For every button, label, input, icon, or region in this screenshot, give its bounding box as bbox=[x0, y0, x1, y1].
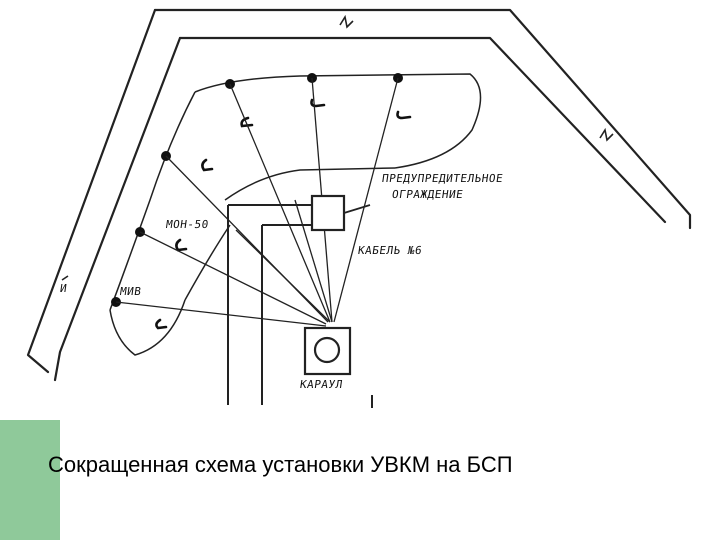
warning-fence-label-line1: ПРЕДУПРЕДИТЕЛЬНОЕ bbox=[381, 172, 505, 185]
cable-label: КАБЕЛЬ №6 bbox=[357, 244, 424, 257]
guard-post-box bbox=[303, 326, 352, 376]
perimeter-fence-outer bbox=[153, 8, 692, 230]
wire bbox=[115, 301, 327, 327]
mon-50-label: МОН-50 bbox=[165, 218, 210, 231]
warning-fence-lower-arc bbox=[184, 224, 231, 301]
wire bbox=[139, 231, 327, 325]
perimeter-fence-inner bbox=[178, 36, 667, 224]
warning-fence-inner-arc bbox=[224, 167, 396, 201]
guard-post-circle bbox=[313, 336, 341, 364]
mine-hook bbox=[240, 116, 254, 128]
junction-box-lead bbox=[343, 204, 371, 214]
warning-fence-top bbox=[194, 73, 482, 169]
mine-hook bbox=[155, 318, 168, 330]
junction-box bbox=[310, 194, 346, 232]
fence-tick bbox=[61, 275, 69, 281]
warning-fence-label-line2: ОГРАЖДЕНИЕ bbox=[391, 188, 465, 201]
wire bbox=[235, 229, 331, 323]
guard-post-label: КАРАУЛ bbox=[299, 378, 344, 391]
warning-fence-bottom bbox=[109, 299, 186, 356]
wire bbox=[229, 83, 331, 323]
mine-hook bbox=[396, 110, 412, 120]
installation-scheme bbox=[26, 8, 692, 408]
fence-tick bbox=[339, 14, 354, 29]
wire bbox=[294, 199, 333, 323]
perimeter-fence-outer-left bbox=[26, 8, 157, 374]
miv-label: МИВ bbox=[119, 285, 143, 298]
fence-tick bbox=[599, 127, 614, 142]
wire bbox=[333, 77, 399, 323]
mine-hook bbox=[175, 238, 188, 252]
accent-bar bbox=[0, 420, 60, 540]
mine-hook bbox=[310, 98, 326, 108]
perimeter-fence-inner-left bbox=[53, 36, 182, 382]
slide-caption: Сокращенная схема установки УВКМ на БСП bbox=[48, 452, 513, 477]
warning-fence-left bbox=[109, 91, 196, 311]
mine-hook bbox=[201, 158, 214, 172]
